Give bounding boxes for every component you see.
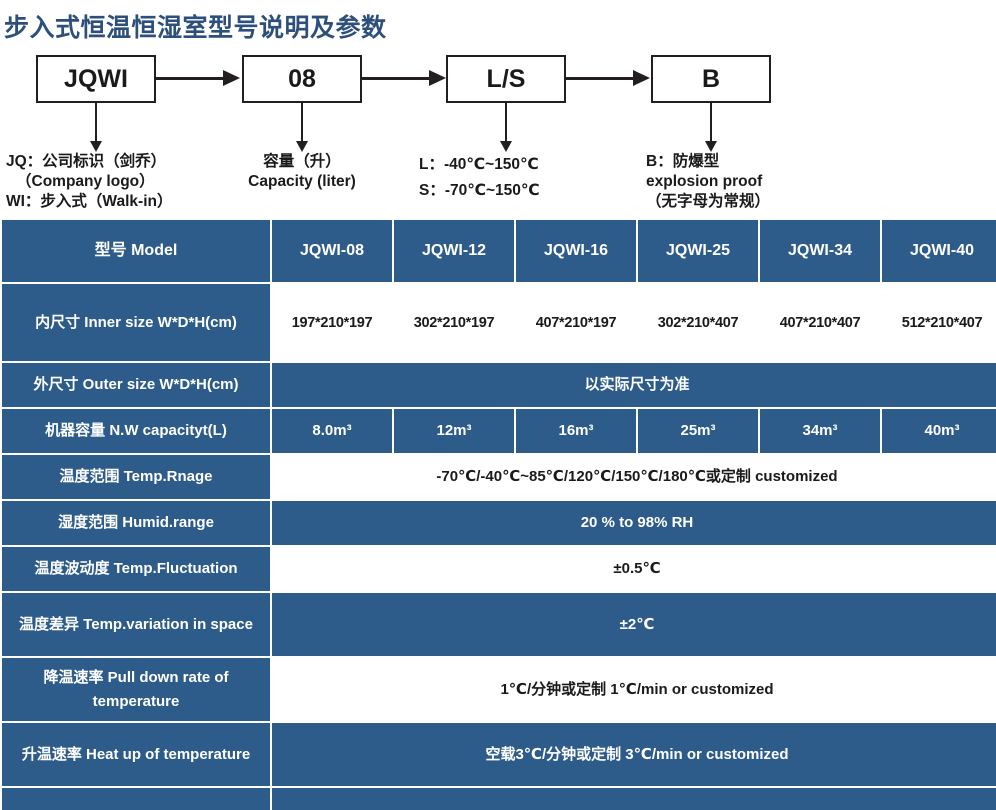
table-row-truncated [2, 788, 996, 810]
table-row-temp-fluctuation: 温度波动度 Temp.Fluctuation ±0.5℃ [2, 547, 996, 591]
caption-line: （无字母为常规） [646, 193, 771, 210]
cell-capacity: 34m³ [760, 409, 880, 453]
caption-line: （Company logo） [16, 173, 155, 190]
model-code-diagram: JQWI 08 L/S B JQ：公司标识（剑乔） （Company lo [0, 48, 996, 218]
column-header-model: JQWI-08 [272, 220, 392, 282]
cell-pull-down-rate: 1℃/分钟或定制 1℃/min or customized [272, 658, 996, 721]
drop-arrow-4 [705, 141, 717, 152]
cell-temp-fluctuation: ±0.5℃ [272, 547, 996, 591]
row-label-humidity-range: 湿度范围 Humid.range [2, 501, 270, 545]
cell-outer-size: 以实际尺寸为准 [272, 363, 996, 407]
cell-capacity: 12m³ [394, 409, 514, 453]
connector-line-3 [566, 77, 634, 80]
table-row-capacity: 机器容量 N.W capacityt(L) 8.0m³ 12m³ 16m³ 25… [2, 409, 996, 453]
row-label-pull-down-rate: 降温速率 Pull down rate of temperature [2, 658, 270, 721]
row-label-outer-size: 外尺寸 Outer size W*D*H(cm) [2, 363, 270, 407]
drop-line-3 [505, 103, 507, 144]
row-label-model: 型号 Model [2, 220, 270, 282]
table-row-temp-variation: 温度差异 Temp.variation in space ±2℃ [2, 593, 996, 656]
caption-line: S：-70℃~150℃ [419, 182, 540, 199]
caption-line: B：防爆型 [646, 153, 720, 170]
row-label-temp-fluctuation: 温度波动度 Temp.Fluctuation [2, 547, 270, 591]
cell-truncated [272, 788, 996, 810]
table-row-temp-range: 温度范围 Temp.Rnage -70℃/-40℃~85℃/120℃/150℃/… [2, 455, 996, 499]
caption-b: B：防爆型 explosion proof （无字母为常规） [646, 152, 770, 212]
column-header-model: JQWI-25 [638, 220, 758, 282]
column-header-model: JQWI-16 [516, 220, 636, 282]
column-header-model: JQWI-34 [760, 220, 880, 282]
column-header-model: JQWI-40 [882, 220, 996, 282]
cell-capacity: 25m³ [638, 409, 758, 453]
drop-line-4 [710, 103, 712, 144]
diagram-node-label: JQWI [64, 64, 128, 93]
table-row-pull-down-rate: 降温速率 Pull down rate of temperature 1℃/分钟… [2, 658, 996, 721]
drop-arrow-2 [296, 141, 308, 152]
row-label-heat-up-rate: 升温速率 Heat up of temperature [2, 723, 270, 786]
caption-line: L：-40℃~150℃ [419, 156, 539, 173]
diagram-node-ls: L/S [446, 55, 566, 103]
cell-inner-size: 302*210*197 [394, 284, 514, 361]
diagram-node-label: L/S [486, 64, 526, 93]
diagram-node-b: B [651, 55, 771, 103]
drop-arrow-1 [90, 141, 102, 152]
cell-capacity: 40m³ [882, 409, 996, 453]
caption-line: explosion proof [646, 173, 763, 190]
diagram-node-label: 08 [288, 64, 316, 93]
row-label-capacity: 机器容量 N.W capacityt(L) [2, 409, 270, 453]
caption-line: JQ：公司标识（剑乔） [6, 153, 167, 170]
cell-inner-size: 302*210*407 [638, 284, 758, 361]
column-header-model: JQWI-12 [394, 220, 514, 282]
cell-inner-size: 512*210*407 [882, 284, 996, 361]
caption-08: 容量（升） Capacity (liter) [222, 152, 382, 192]
drop-line-2 [301, 103, 303, 144]
connector-line-1 [156, 77, 225, 80]
table-row-inner-size: 内尺寸 Inner size W*D*H(cm) 197*210*197 302… [2, 284, 996, 361]
row-label-temp-variation: 温度差异 Temp.variation in space [2, 593, 270, 656]
table-row-heat-up-rate: 升温速率 Heat up of temperature 空载3℃/分钟或定制 3… [2, 723, 996, 786]
caption-jqwi: JQ：公司标识（剑乔） （Company logo） WI：步入式（Walk-i… [6, 152, 172, 212]
caption-ls: L：-40℃~150℃ S：-70℃~150℃ [419, 152, 540, 204]
drop-arrow-3 [500, 141, 512, 152]
cell-inner-size: 407*210*197 [516, 284, 636, 361]
row-label-temp-range: 温度范围 Temp.Rnage [2, 455, 270, 499]
table-row-humidity-range: 湿度范围 Humid.range 20 % to 98% RH [2, 501, 996, 545]
cell-humidity-range: 20 % to 98% RH [272, 501, 996, 545]
cell-heat-up-rate: 空载3℃/分钟或定制 3℃/min or customized [272, 723, 996, 786]
cell-inner-size: 197*210*197 [272, 284, 392, 361]
cell-inner-size: 407*210*407 [760, 284, 880, 361]
connector-line-2 [362, 77, 431, 80]
table-row-outer-size: 外尺寸 Outer size W*D*H(cm) 以实际尺寸为准 [2, 363, 996, 407]
diagram-node-label: B [701, 64, 721, 93]
page-title: 步入式恒温恒湿室型号说明及参数 [4, 14, 387, 42]
caption-line: WI：步入式（Walk-in） [6, 193, 173, 210]
diagram-node-08: 08 [242, 55, 362, 103]
cell-capacity: 16m³ [516, 409, 636, 453]
drop-line-1 [95, 103, 97, 144]
connector-arrow-1 [223, 70, 240, 86]
cell-temp-range: -70℃/-40℃~85℃/120℃/150℃/180℃或定制 customiz… [272, 455, 996, 499]
caption-line: Capacity (liter) [248, 173, 356, 190]
row-label-truncated [2, 788, 270, 810]
table-row-model-header: 型号 Model JQWI-08 JQWI-12 JQWI-16 JQWI-25… [2, 220, 996, 282]
connector-arrow-2 [429, 70, 446, 86]
diagram-node-jqwi: JQWI [36, 55, 156, 103]
connector-arrow-3 [633, 70, 650, 86]
spec-table: 型号 Model JQWI-08 JQWI-12 JQWI-16 JQWI-25… [0, 218, 996, 810]
row-label-inner-size: 内尺寸 Inner size W*D*H(cm) [2, 284, 270, 361]
cell-temp-variation: ±2℃ [272, 593, 996, 656]
cell-capacity: 8.0m³ [272, 409, 392, 453]
caption-line: 容量（升） [263, 153, 341, 170]
